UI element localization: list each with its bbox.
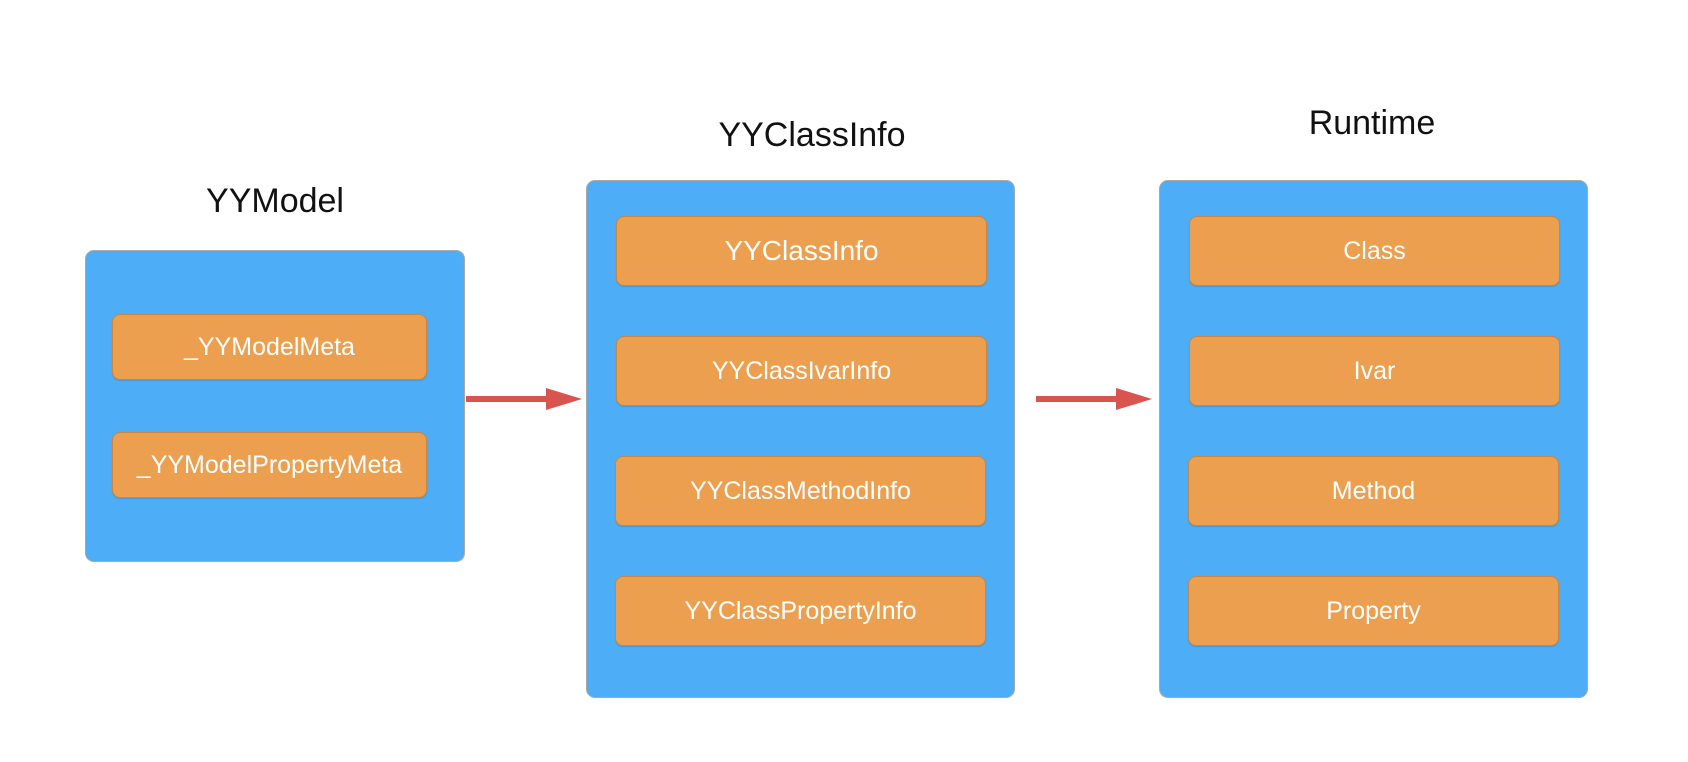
yyclassinfo-item-ivarinfo: YYClassIvarInfo	[616, 336, 987, 406]
yyclassinfo-item-methodinfo: YYClassMethodInfo	[615, 456, 986, 526]
arrow-yymodel-to-yyclassinfo	[466, 388, 582, 410]
yymodel-item-model-meta: _YYModelMeta	[112, 314, 427, 380]
yymodel-panel	[85, 250, 465, 562]
yyclassinfo-item-propertyinfo: YYClassPropertyInfo	[615, 576, 986, 646]
runtime-item-class: Class	[1189, 216, 1560, 286]
runtime-item-method: Method	[1188, 456, 1559, 526]
yyclassinfo-item-classinfo: YYClassInfo	[616, 216, 987, 286]
runtime-item-property: Property	[1188, 576, 1559, 646]
runtime-title: Runtime	[1308, 104, 1436, 142]
runtime-item-ivar: Ivar	[1189, 336, 1560, 406]
yymodel-title: YYModel	[206, 182, 344, 220]
yymodel-item-property-meta: _YYModelPropertyMeta	[112, 432, 427, 498]
yyclassinfo-title: YYClassInfo	[718, 116, 906, 154]
arrow-yyclassinfo-to-runtime	[1036, 388, 1152, 410]
